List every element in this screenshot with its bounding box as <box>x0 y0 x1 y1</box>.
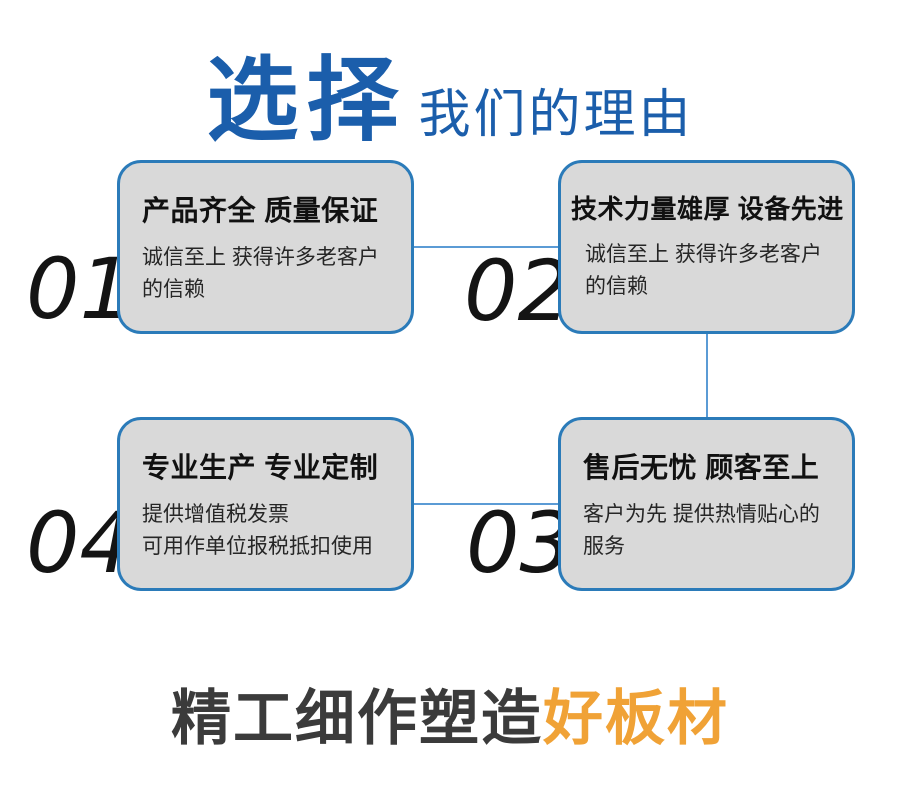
connector-line-middle <box>706 333 708 418</box>
reason-title: 产品齐全 质量保证 <box>142 195 379 226</box>
reason-number-01: 01 <box>26 240 133 338</box>
reason-number-04: 04 <box>26 494 133 592</box>
reason-description: 诚信至上 获得许多老客户 的信赖 <box>585 243 822 298</box>
footer-tagline: 精工细作塑造好板材 <box>0 670 900 757</box>
reason-title: 技术力量雄厚 设备先进 <box>571 194 844 224</box>
reason-title: 售后无忧 顾客至上 <box>583 452 820 483</box>
connector-line-bottom <box>413 503 558 505</box>
connector-line-top <box>414 246 558 248</box>
reason-number-02: 02 <box>464 242 571 340</box>
reason-card-01: 产品齐全 质量保证 诚信至上 获得许多老客户 的信赖 <box>117 160 414 334</box>
reason-description: 提供增值税发票 可用作单位报税抵扣使用 <box>142 503 373 558</box>
reason-description: 客户为先 提供热情贴心的 服务 <box>583 503 820 558</box>
reason-card-04: 专业生产 专业定制 提供增值税发票 可用作单位报税抵扣使用 <box>117 417 414 591</box>
reason-description: 诚信至上 获得许多老客户 的信赖 <box>142 246 379 301</box>
page-title-sub: 我们的理由 <box>418 86 694 144</box>
tagline-orange-text: 好板材 <box>543 685 729 752</box>
reason-card-02: 技术力量雄厚 设备先进 诚信至上 获得许多老客户 的信赖 <box>558 160 855 334</box>
reason-number-03: 03 <box>466 494 573 592</box>
tagline-dark-text: 精工细作塑造 <box>171 685 543 752</box>
reason-title: 专业生产 专业定制 <box>142 452 379 483</box>
page-title-main: 选择 <box>206 50 407 152</box>
page-title: 选择我们的理由 <box>0 26 900 159</box>
reason-card-03: 售后无忧 顾客至上 客户为先 提供热情贴心的 服务 <box>558 417 855 591</box>
